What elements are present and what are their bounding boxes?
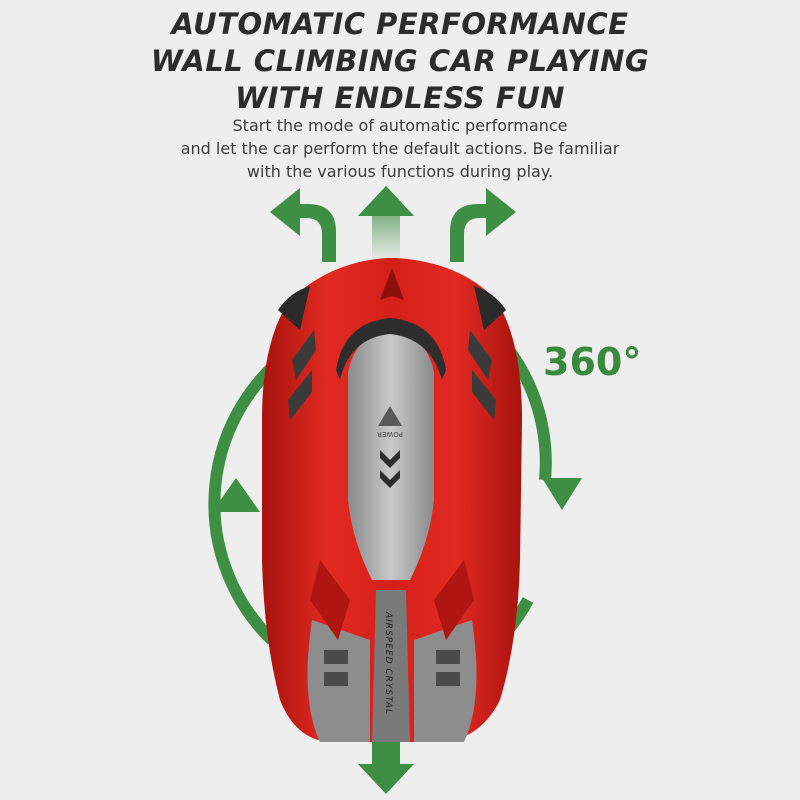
direction-arrows [270,186,516,794]
power-label: POWER [377,430,403,438]
description: Start the mode of automatic performance … [0,114,800,183]
car-canopy [348,330,434,580]
power-button-icon [378,406,402,426]
headline-line-2: WALL CLIMBING CAR PLAYING [150,44,650,78]
headline: AUTOMATIC PERFORMANCE WALL CLIMBING CAR … [0,6,800,117]
turn-right-arrow-icon [450,188,516,262]
car-body: POWER AIRSPEED CRYSTAL [262,258,522,742]
turn-left-arrow-icon [270,188,336,262]
rotation-arc-left [208,339,304,645]
chevron-icon [380,450,400,468]
car-spine [372,590,410,742]
backward-arrow-icon [358,735,414,794]
car-spine-label: AIRSPEED CRYSTAL [383,611,393,715]
description-line-1: Start the mode of automatic performance [232,116,568,135]
description-line-2: and let the car perform the default acti… [180,139,620,158]
rotation-label: 360° [543,340,642,384]
description-line-3: with the various functions during play. [246,162,554,181]
rotation-arrowhead-left-icon [212,478,260,512]
headline-line-1: AUTOMATIC PERFORMANCE [171,7,629,41]
rotation-arrowhead-right-icon [542,478,582,510]
headline-line-3: WITH ENDLESS FUN [235,81,565,115]
